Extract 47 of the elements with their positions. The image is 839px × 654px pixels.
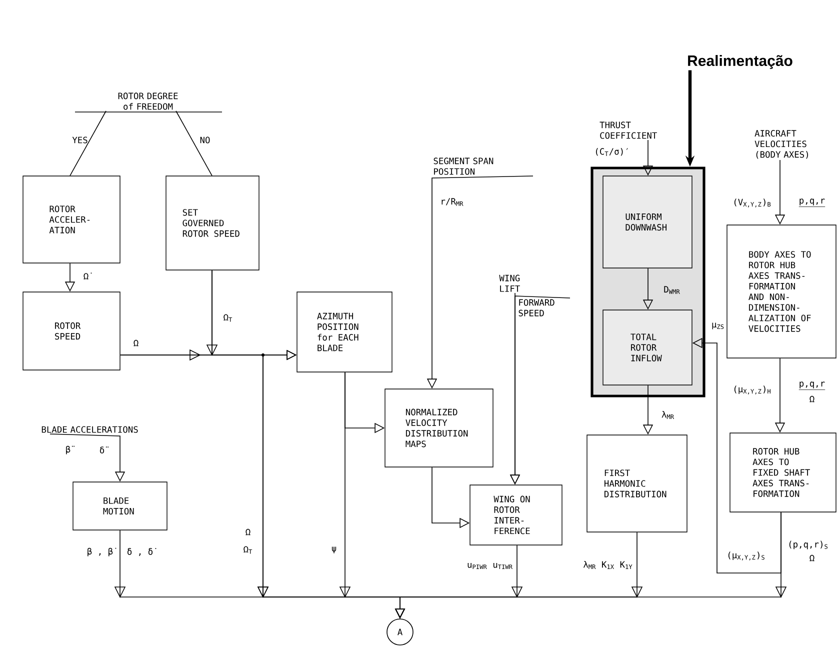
edge-label: λ$_{MR}$ K$_{1X}$ K$_{1Y}$ <box>583 561 632 569</box>
process-box: ROTOR HUB AXES TO FIXED SHAFT AXES TRANS- FORMATION <box>730 432 836 512</box>
process-box: ROTOR ACCELER- ATION <box>22 176 120 264</box>
signal-label: μ$_{ZS}$ <box>712 322 724 330</box>
process-box: AZIMUTH POSITION for EACH BLADE <box>296 292 392 372</box>
process-box: WING ON ROTOR INTER- FERENCE <box>470 484 562 546</box>
signal-label: Ω <box>810 554 814 562</box>
input-label: BLADE ACCELERATIONS <box>42 426 138 433</box>
edge-label: (C$_{T}$/σ)′ <box>596 148 628 156</box>
edge-label: Ω$_{T}$ <box>244 546 252 554</box>
process-box: ROTOR SPEED <box>22 292 120 370</box>
signal-label: Ω <box>810 396 814 402</box>
process-box: NORMALIZED VELOCITY DISTRIBUTION MAPS <box>384 388 494 468</box>
edge-label: Ω <box>134 340 138 346</box>
edge-label: u$_{PIWR}$ u$_{TIWR}$ <box>468 562 513 570</box>
edge-label: (p,q,r)$_{S}$ <box>789 540 828 550</box>
edge-label: YES <box>72 136 88 144</box>
process-box: BLADE MOTION <box>72 482 168 530</box>
edge-label: Ω$_{T}$ <box>224 314 232 322</box>
input-label: THRUST COEFFICIENT <box>600 122 657 139</box>
signal-label: δ̈ <box>100 446 108 454</box>
process-box: TOTAL ROTOR INFLOW <box>602 310 692 386</box>
annotation-text: Realimentação <box>688 55 792 69</box>
edge-label: λ$_{MR}$ <box>662 411 674 419</box>
process-box: SET GOVERNED ROTOR SPEED <box>166 176 260 270</box>
input-label: FORWARD SPEED <box>518 299 554 316</box>
edge-label: NO <box>200 136 210 144</box>
input-label: ROTOR DEGREE of FREEDOM <box>118 92 178 110</box>
input-label: AIRCRAFT VELOCITIES (BODY AXES) <box>754 130 808 159</box>
process-box: BODY AXES TO ROTOR HUB AXES TRANS- FORMATION AND NON- DIMENSION- ALIZATION OF VELOCITIES <box>726 224 836 358</box>
edge-label: D$_{WMR}$ <box>664 286 680 294</box>
edge-label: (μ$_{X,Y,Z}$)$_{H}$ <box>734 386 770 394</box>
edge-label: β , β̇ <box>88 548 116 556</box>
process-box: UNIFORM DOWNWASH <box>602 176 692 268</box>
edge-label: β̈ <box>66 446 74 454</box>
edge-label: r/R$_{MR}$ <box>442 198 464 206</box>
signal-label: p,q,r <box>798 198 826 207</box>
edge-label: Ω <box>246 528 250 536</box>
signal-label: δ , δ̇ <box>128 548 156 556</box>
input-label: SEGMENT SPAN POSITION <box>434 158 494 175</box>
edge-label: (μ$_{X,Y,Z}$)$_{S}$ <box>728 552 764 560</box>
input-label: WING LIFT <box>499 274 520 292</box>
signal-label: p,q,r <box>798 382 826 390</box>
edge-label: (V$_{X,Y,Z}$)$_{B}$ <box>734 198 771 208</box>
process-box: FIRST HARMONIC DISTRIBUTION <box>586 434 688 532</box>
edge-label: ψ <box>332 546 336 554</box>
edge-label: Ω̇ <box>84 272 92 280</box>
